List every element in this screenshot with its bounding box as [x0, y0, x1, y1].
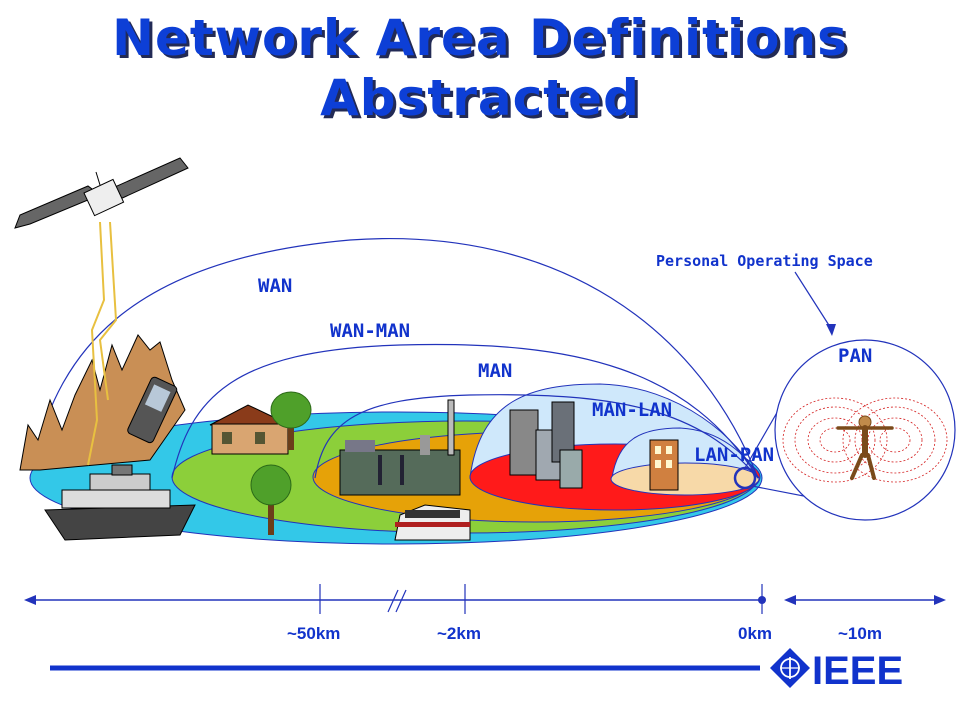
distance-scale-arrowhead-left: [24, 595, 36, 605]
cell-phone-icon: [127, 376, 178, 444]
scale-break-mark: [395, 589, 407, 613]
train-icon: [394, 504, 471, 541]
wan-arc: [34, 238, 759, 479]
lan-pan-label: LAN-PAN: [694, 444, 774, 466]
man-lan-label: MAN-LAN: [592, 399, 672, 421]
city-buildings-icon: [509, 401, 583, 489]
satellite-icon: [14, 157, 189, 229]
factory-icon: [339, 399, 461, 496]
man-arc: [314, 394, 759, 479]
satellite-link-beam: [87, 221, 106, 466]
person-icon: [836, 415, 894, 480]
scale-break-mark: [387, 589, 399, 613]
scale-label-50km: ~50km: [287, 624, 340, 643]
wan-label: WAN: [258, 275, 292, 297]
pos-pointer-arrowhead: [826, 324, 836, 336]
pan-scale-arrowhead-left: [784, 595, 796, 605]
man-label: MAN: [478, 360, 512, 382]
scale-label-2km: ~2km: [437, 624, 481, 643]
pos-pointer-arrow: [794, 271, 833, 331]
lan-pan-area-disc: [610, 462, 760, 496]
personal-operating-space-label: Personal Operating Space: [656, 252, 873, 270]
pan-label: PAN: [838, 345, 872, 367]
tree-icon: [250, 464, 292, 535]
scale-label-0km: 0km: [738, 624, 772, 643]
wan-man-arc: [171, 343, 759, 479]
tree-icon: [270, 391, 312, 450]
satellite-link-beam: [98, 221, 118, 401]
ieee-diamond-icon: [770, 648, 810, 688]
slide-title: Network Area Definitions Abstracted: [0, 8, 960, 128]
title-line-1: Network Area Definitions: [112, 9, 848, 67]
ieee-logo: IEEE: [770, 648, 903, 693]
pan-scale-arrowhead-right: [934, 595, 946, 605]
title-line-2: Abstracted: [320, 69, 640, 127]
office-building-icon: [649, 439, 679, 491]
ieee-logo-text: IEEE: [812, 649, 903, 693]
scale-origin-dot: [758, 596, 766, 604]
boat-icon: [44, 464, 196, 541]
scale-label-10m: ~10m: [838, 624, 882, 643]
wan-man-label: WAN-MAN: [330, 320, 410, 342]
house-icon: [209, 404, 291, 455]
